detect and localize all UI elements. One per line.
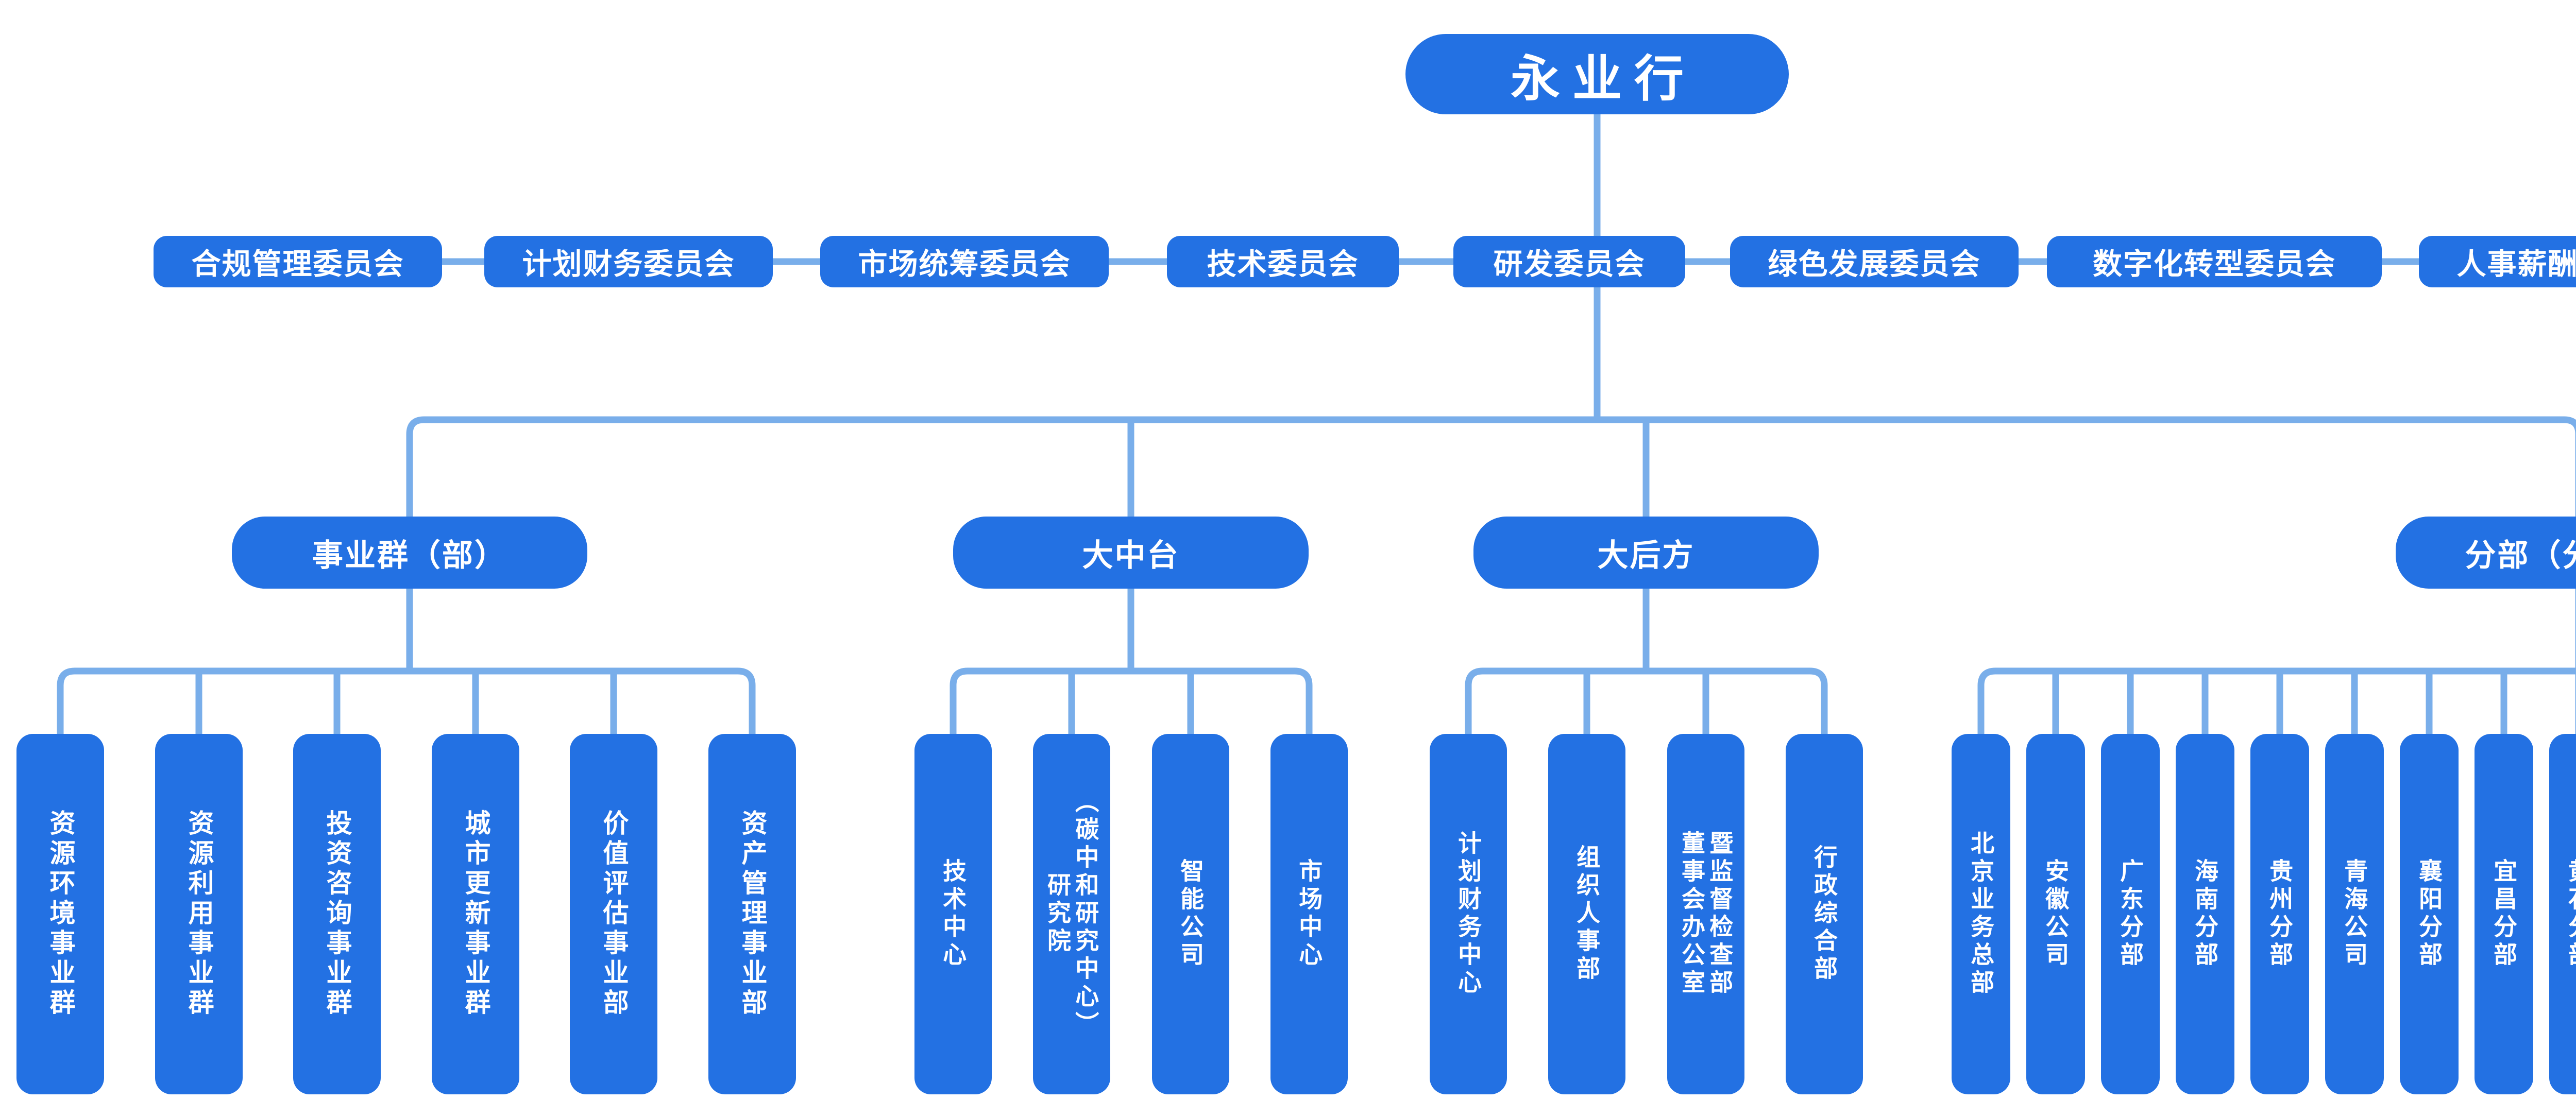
child-node-2-1-label: 技术中心 bbox=[940, 858, 967, 970]
child-node-4-8[interactable]: 宜昌分部 bbox=[2475, 734, 2533, 1094]
child-node-4-6-label: 青海公司 bbox=[2341, 858, 2368, 970]
child-node-2-2[interactable]: 研究院 （碳中和研究中心） bbox=[1033, 734, 1110, 1094]
committee-node-6[interactable]: 绿色发展委员会 bbox=[1730, 236, 2019, 287]
committee-node-3-label: 市场统筹委员会 bbox=[858, 248, 1071, 281]
committee-node-5-label: 研发委员会 bbox=[1493, 248, 1646, 281]
child-node-1-3-label: 投资咨询事业群 bbox=[323, 810, 352, 1019]
child-node-3-2[interactable]: 组织人事部 bbox=[1548, 734, 1625, 1094]
child-node-1-2[interactable]: 资源利用事业群 bbox=[155, 734, 243, 1094]
child-node-4-3-label: 广东分部 bbox=[2117, 858, 2144, 970]
child-node-4-1[interactable]: 北京业务总部 bbox=[1952, 734, 2010, 1094]
child-node-1-5-label: 价值评估事业部 bbox=[599, 810, 629, 1019]
child-node-1-1-label: 资源环境事业群 bbox=[46, 810, 75, 1019]
child-node-4-2-label: 安徽公司 bbox=[2042, 858, 2070, 970]
child-node-4-3[interactable]: 广东分部 bbox=[2101, 734, 2160, 1094]
committee-node-5[interactable]: 研发委员会 bbox=[1453, 236, 1685, 287]
child-node-4-9[interactable]: 黄石分部 bbox=[2549, 734, 2576, 1094]
division-node-3-label: 大后方 bbox=[1597, 538, 1695, 573]
child-node-4-5[interactable]: 贵州分部 bbox=[2250, 734, 2309, 1094]
committee-node-7-label: 数字化转型委员会 bbox=[2093, 248, 2336, 281]
committee-node-3[interactable]: 市场统筹委员会 bbox=[820, 236, 1109, 287]
committee-node-7[interactable]: 数字化转型委员会 bbox=[2047, 236, 2382, 287]
committee-node-4-label: 技术委员会 bbox=[1207, 248, 1359, 281]
division-node-3[interactable]: 大后方 bbox=[1473, 517, 1819, 589]
committee-node-8[interactable]: 人事薪酬委员会 bbox=[2419, 236, 2576, 287]
child-node-1-4-label: 城市更新事业群 bbox=[461, 810, 490, 1019]
child-node-1-2-label: 资源利用事业群 bbox=[184, 810, 214, 1019]
child-node-1-1[interactable]: 资源环境事业群 bbox=[16, 734, 104, 1094]
child-node-4-7-label: 襄阳分部 bbox=[2416, 858, 2443, 970]
child-node-2-1[interactable]: 技术中心 bbox=[914, 734, 992, 1094]
committee-node-4[interactable]: 技术委员会 bbox=[1167, 236, 1399, 287]
child-node-3-1[interactable]: 计划财务中心 bbox=[1430, 734, 1507, 1094]
division-node-2[interactable]: 大中台 bbox=[953, 517, 1309, 589]
child-node-4-6[interactable]: 青海公司 bbox=[2325, 734, 2384, 1094]
committee-node-6-label: 绿色发展委员会 bbox=[1768, 248, 1981, 281]
division-node-2-label: 大中台 bbox=[1082, 538, 1180, 573]
child-node-4-8-label: 宜昌分部 bbox=[2490, 858, 2518, 970]
child-node-3-3-label: 董事会办公室 暨监督检查部 bbox=[1679, 831, 1734, 998]
child-node-1-5[interactable]: 价值评估事业部 bbox=[570, 734, 657, 1094]
committee-node-1-label: 合规管理委员会 bbox=[191, 248, 404, 281]
division-node-4[interactable]: 分部（分公司） bbox=[2396, 517, 2576, 589]
child-node-4-4[interactable]: 海南分部 bbox=[2176, 734, 2234, 1094]
child-node-2-4[interactable]: 市场中心 bbox=[1270, 734, 1348, 1094]
child-node-1-4[interactable]: 城市更新事业群 bbox=[432, 734, 519, 1094]
child-node-3-4[interactable]: 行政综合部 bbox=[1786, 734, 1863, 1094]
child-node-2-3-label: 智能公司 bbox=[1177, 858, 1205, 970]
child-node-1-6-label: 资产管理事业部 bbox=[738, 810, 767, 1019]
child-node-3-1-label: 计划财务中心 bbox=[1455, 831, 1482, 998]
committee-node-2[interactable]: 计划财务委员会 bbox=[484, 236, 773, 287]
child-node-4-9-label: 黄石分部 bbox=[2565, 858, 2576, 970]
child-node-2-2-label: 研究院 （碳中和研究中心） bbox=[1044, 789, 1099, 1039]
committee-node-2-label: 计划财务委员会 bbox=[522, 248, 735, 281]
committee-node-1[interactable]: 合规管理委员会 bbox=[154, 236, 442, 287]
child-node-3-4-label: 行政综合部 bbox=[1811, 845, 1838, 984]
child-node-2-4-label: 市场中心 bbox=[1296, 858, 1323, 970]
committee-node-8-label: 人事薪酬委员会 bbox=[2456, 248, 2576, 281]
child-node-3-3[interactable]: 董事会办公室 暨监督检查部 bbox=[1667, 734, 1744, 1094]
root-node[interactable]: 永业行 bbox=[1405, 34, 1789, 114]
division-node-1[interactable]: 事业群（部） bbox=[232, 517, 587, 589]
child-node-4-4-label: 海南分部 bbox=[2192, 858, 2219, 970]
division-node-4-label: 分部（分公司） bbox=[2465, 538, 2576, 573]
child-node-4-1-label: 北京业务总部 bbox=[1968, 831, 1995, 998]
child-node-2-3[interactable]: 智能公司 bbox=[1152, 734, 1229, 1094]
child-node-4-7[interactable]: 襄阳分部 bbox=[2400, 734, 2459, 1094]
child-node-4-2[interactable]: 安徽公司 bbox=[2026, 734, 2085, 1094]
division-node-1-label: 事业群（部） bbox=[312, 538, 507, 573]
child-node-1-3[interactable]: 投资咨询事业群 bbox=[293, 734, 381, 1094]
child-node-3-2-label: 组织人事部 bbox=[1573, 845, 1601, 984]
child-node-4-5-label: 贵州分部 bbox=[2266, 858, 2294, 970]
child-node-1-6[interactable]: 资产管理事业部 bbox=[708, 734, 796, 1094]
root-node-label: 永业行 bbox=[1511, 51, 1696, 107]
